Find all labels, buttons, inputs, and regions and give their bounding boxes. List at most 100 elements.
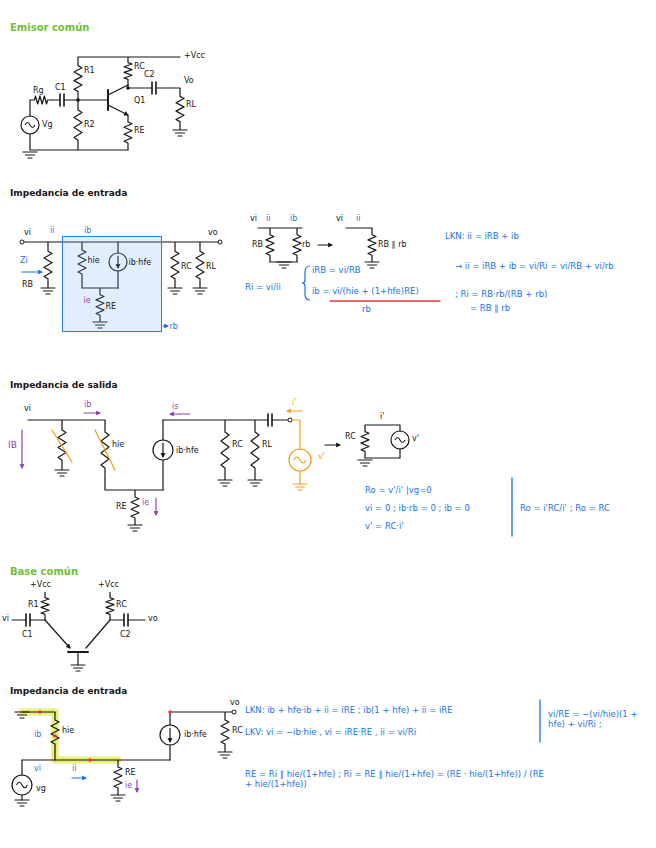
wire — [298, 489, 302, 490]
section-heading: Impedancia de entrada — [10, 188, 127, 198]
wire — [173, 293, 177, 294]
note-text: RL — [206, 262, 216, 271]
component-label: ib·hfe — [129, 258, 152, 267]
wire — [511, 478, 512, 536]
wire — [74, 667, 83, 668]
wire — [193, 287, 207, 288]
note-text: i' — [292, 398, 296, 407]
note-text: RE — [116, 502, 127, 511]
wire — [270, 261, 297, 262]
wire — [282, 267, 286, 268]
wire — [363, 465, 367, 466]
sine-mark — [395, 438, 405, 443]
section-heading: Impedancia de salida — [10, 380, 118, 390]
note-text: ii — [266, 214, 270, 223]
resistor-symbol — [30, 96, 52, 104]
note-text: C2 — [120, 630, 131, 639]
note-text: Ro = i'RC/i' ; Ro = RC — [520, 504, 610, 514]
wire — [21, 795, 22, 800]
wire — [330, 300, 440, 301]
note-text: hie — [112, 440, 124, 449]
wire — [86, 620, 110, 648]
wire — [41, 287, 55, 288]
note-text: vo — [208, 228, 218, 237]
wire — [26, 154, 35, 155]
wire — [25, 614, 27, 626]
resistor-symbol — [106, 592, 114, 620]
wire — [221, 754, 230, 755]
arrow-head — [96, 411, 100, 415]
wire — [111, 794, 125, 795]
wire — [198, 293, 202, 294]
wire — [30, 619, 45, 620]
sine-mark — [25, 123, 35, 128]
current-source-symbol — [153, 440, 173, 460]
wire — [55, 469, 69, 470]
voltage-source-symbol — [391, 431, 409, 449]
note-text: Vg — [42, 120, 53, 129]
note-text: RE — [125, 768, 136, 777]
wire — [251, 482, 260, 483]
note-text: R2 — [84, 120, 95, 129]
wire — [221, 482, 230, 483]
node-dot — [88, 758, 92, 762]
terminal — [232, 710, 236, 714]
wire — [173, 129, 187, 130]
note-text: vi — [2, 614, 9, 623]
resistor-symbol — [171, 242, 179, 288]
note-text: ib — [290, 214, 297, 223]
note-text: IB — [8, 440, 17, 450]
note-text: LKN: ii = iRB + ib — [445, 232, 519, 242]
note-text: RL — [186, 100, 196, 109]
resistor-symbol — [44, 242, 52, 288]
arrow-head — [124, 112, 128, 115]
wire — [52, 99, 60, 100]
note-text: vi — [336, 214, 343, 223]
note-text: +Vcc — [30, 580, 51, 589]
note-text: → ii = iRB + ib = vi/Ri = vi/RB + vi/rb — [455, 262, 645, 272]
resistor-symbol — [176, 88, 184, 130]
wire — [23, 151, 37, 152]
arrow-head — [154, 511, 158, 515]
input-block-box: hieib·hfeieRErb — [62, 236, 162, 332]
note-text: LKN: ib + hfe·ib + ii = iRE ; ib(1 + hfe… — [245, 706, 453, 716]
wire — [128, 619, 145, 620]
note-text: vi — [24, 228, 31, 237]
wire — [128, 85, 152, 88]
note-text: vi — [250, 214, 257, 223]
wire — [12, 619, 26, 620]
wire — [162, 460, 163, 490]
arrow-head — [82, 776, 86, 780]
wire — [78, 56, 180, 57]
wire — [370, 267, 374, 268]
note-text: ie — [125, 781, 132, 790]
note-text: ib — [84, 226, 91, 235]
wire — [45, 620, 70, 648]
note-text: RE — [134, 126, 145, 135]
node-dot — [126, 86, 130, 90]
resistor-symbol — [368, 228, 376, 262]
arrow-head — [38, 270, 42, 274]
voltage-source-symbol — [289, 449, 311, 471]
wire — [272, 419, 288, 420]
arrow-head — [168, 738, 172, 742]
wire — [76, 670, 80, 671]
note-text: ii — [50, 226, 54, 235]
wire — [116, 800, 120, 801]
note-text: C1 — [22, 630, 33, 639]
note-text: vo — [148, 614, 158, 623]
wire — [108, 105, 128, 115]
resistor-symbol — [221, 712, 229, 752]
wire — [133, 530, 137, 531]
wire — [296, 486, 305, 487]
wire — [292, 420, 300, 449]
node-dot — [76, 98, 80, 102]
wire — [58, 472, 67, 473]
wire — [108, 85, 128, 95]
note-text: LKV: vi = −ib·hie , vi = iRE·RE , ii = v… — [245, 728, 416, 738]
wire — [22, 759, 170, 760]
wire — [171, 290, 180, 291]
note-text: ib — [34, 730, 41, 739]
wire — [128, 524, 142, 525]
